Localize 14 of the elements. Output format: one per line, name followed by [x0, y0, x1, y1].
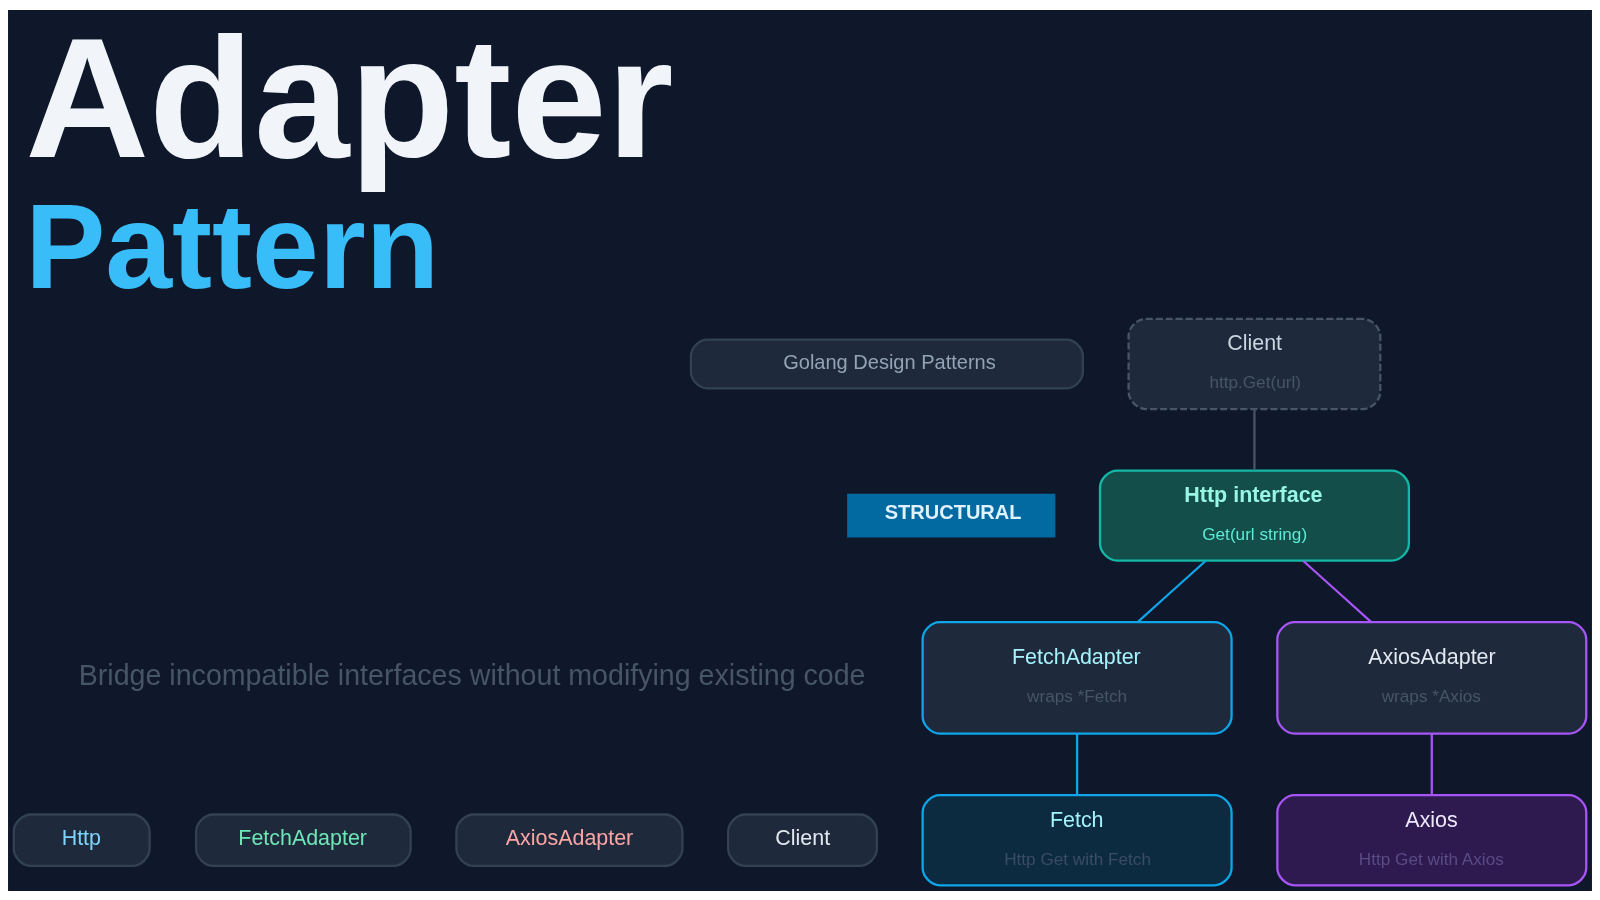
node-box: Http interface Get(url string) — [1098, 468, 1411, 562]
connector — [1253, 408, 1256, 470]
node-box: FetchAdapter — [194, 812, 412, 867]
node-box: STRUCTURAL — [847, 493, 1056, 537]
diagram-title: Adapter Pattern — [25, 1, 674, 313]
connector — [1302, 559, 1372, 623]
node-box: Golang Design Patterns — [689, 338, 1084, 389]
connector — [1430, 733, 1433, 795]
label: Bridge incompatible interfaces without modifying existing code — [78, 658, 866, 691]
node-box: Client — [727, 812, 878, 867]
connector — [1137, 559, 1207, 623]
connector — [1075, 733, 1079, 795]
node-box: AxiosAdapter — [455, 812, 684, 867]
node-box: Http — [12, 812, 151, 867]
